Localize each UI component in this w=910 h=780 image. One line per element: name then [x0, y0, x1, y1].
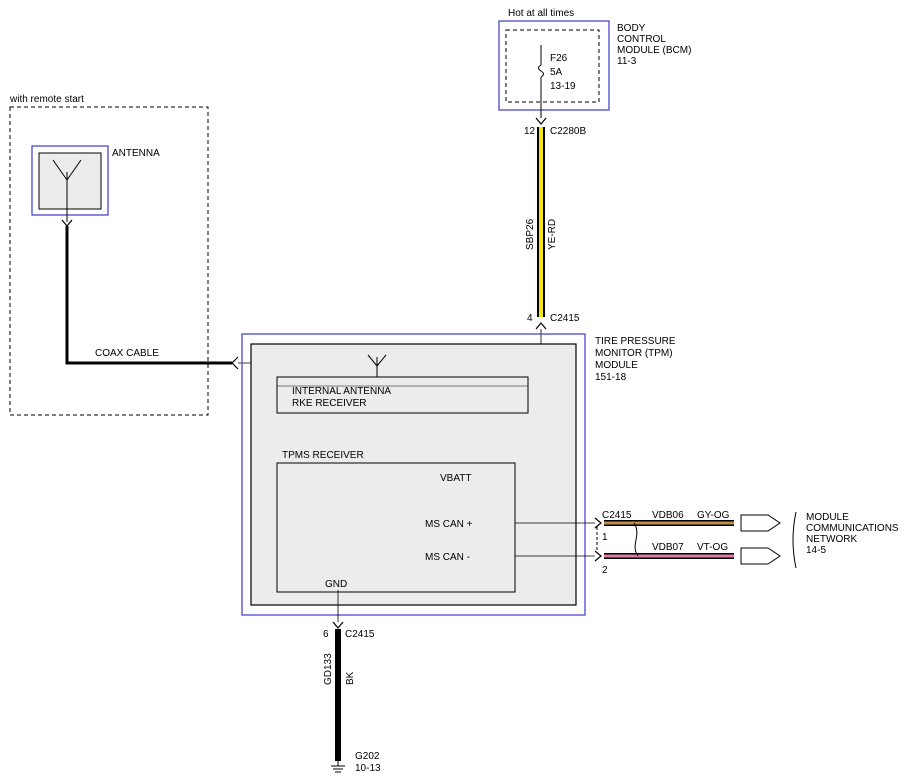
c2280b-pin: 12	[524, 126, 536, 137]
c2280b-name: C2280B	[550, 126, 586, 137]
internal-antenna-icon	[367, 354, 387, 377]
antenna-box-inner	[38, 152, 102, 210]
connector-c2415-power-icon	[535, 322, 547, 330]
coax-cable	[65, 226, 232, 365]
coax-connector-icon	[231, 356, 239, 370]
network-line-3: NETWORK	[806, 534, 857, 545]
coax-cable-label: COAX CABLE	[95, 348, 159, 359]
gnd-pin: 6	[323, 629, 329, 640]
remote-start-dashed-box	[9, 106, 209, 416]
c2415-power-name: C2415	[550, 313, 580, 324]
fuse-icon	[538, 64, 544, 78]
antenna-box-outer	[31, 145, 109, 216]
ground-wire	[335, 629, 341, 761]
ground-symbol-icon	[331, 760, 345, 773]
network-arrow-2	[740, 547, 781, 565]
can-pin-plus: 1	[602, 532, 608, 543]
can-wire-vdb07	[604, 554, 734, 558]
ms-can-plus-label: MS CAN +	[425, 519, 473, 530]
can-wire-vdb06	[604, 521, 734, 525]
antenna-label: ANTENNA	[112, 148, 160, 159]
vdb07-color: VT-OG	[697, 542, 728, 553]
bcm-module-box	[498, 20, 610, 111]
vdb07-circuit: VDB07	[652, 542, 684, 553]
power-wire-color: YE-RD	[547, 219, 558, 250]
can-plus-connector-icon	[594, 517, 602, 529]
bcm-ref: 11-3	[617, 56, 637, 67]
remote-start-label: with remote start	[9, 94, 84, 105]
ground-point-id: G202	[355, 751, 380, 762]
network-line-1: MODULE	[806, 512, 849, 523]
bcm-name-line-3: MODULE (BCM)	[617, 45, 691, 56]
tpms-receiver-label: TPMS RECEIVER	[282, 450, 364, 461]
fuse-ref: 13-19	[550, 81, 576, 92]
can-twisted-pair-icon	[633, 522, 639, 557]
c2415-power-pin: 4	[527, 313, 533, 324]
gnd-label: GND	[325, 579, 347, 590]
tpm-module-outer	[241, 333, 586, 616]
can-minus-connector-icon	[594, 550, 602, 562]
network-bracket	[792, 511, 797, 569]
power-wire	[539, 127, 543, 317]
network-arrow-1	[740, 514, 781, 532]
network-line-2: COMMUNICATIONS	[806, 523, 899, 534]
fuse-rating: 5A	[550, 67, 563, 78]
ms-can-minus-label: MS CAN -	[425, 552, 470, 563]
network-ref: 14-5	[806, 545, 826, 556]
can-connector-name: C2415	[602, 510, 632, 521]
tpm-name-line-3: MODULE	[595, 360, 638, 371]
tpm-ref: 151-18	[595, 372, 627, 383]
tpms-receiver-box	[276, 462, 516, 593]
bcm-inner-dashed-box	[505, 29, 600, 103]
internal-antenna-label: INTERNAL ANTENNA	[292, 386, 391, 397]
ground-wire-color: BK	[345, 671, 356, 685]
vdb06-color: GY-OG	[697, 510, 730, 521]
bcm-name-line-2: CONTROL	[617, 34, 666, 45]
antenna-icon	[52, 159, 82, 222]
gnd-connector-name: C2415	[345, 629, 375, 640]
vbatt-label: VBATT	[440, 473, 471, 484]
can-pin-minus: 2	[602, 565, 608, 576]
bcm-name-line-1: BODY	[617, 23, 646, 34]
fuse-id: F26	[550, 53, 568, 64]
hot-at-all-times-label: Hot at all times	[508, 8, 574, 19]
gnd-connector-icon	[332, 621, 344, 629]
ground-point-ref: 10-13	[355, 763, 381, 774]
vdb06-circuit: VDB06	[652, 510, 684, 521]
tpm-name-line-1: TIRE PRESSURE	[595, 336, 676, 347]
rke-receiver-label: RKE RECEIVER	[292, 398, 366, 409]
power-wire-circuit: SBP26	[525, 218, 536, 250]
tpm-name-line-2: MONITOR (TPM)	[595, 348, 673, 359]
connector-c2280b-icon	[535, 117, 547, 125]
ground-wire-circuit: GD133	[323, 653, 334, 685]
internal-antenna-box	[276, 376, 529, 414]
